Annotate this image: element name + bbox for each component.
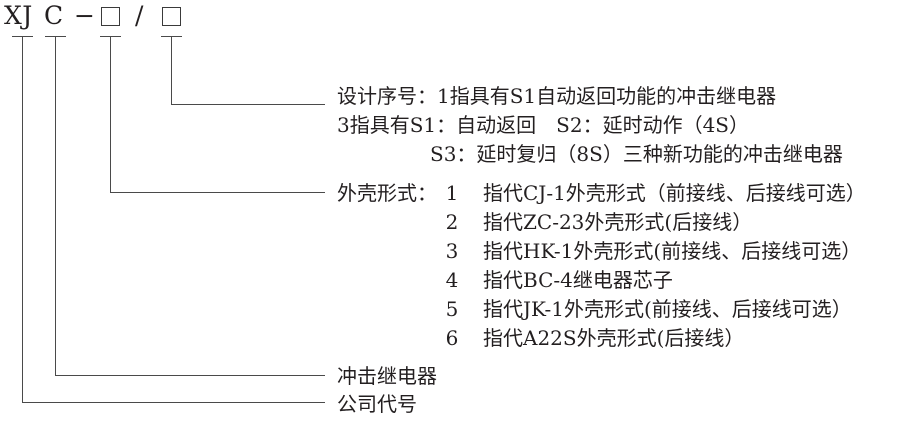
model-code-row: XJ C − / xyxy=(0,0,260,34)
shell-form-item-num-6: 6 xyxy=(445,326,459,350)
shell-form-item-num-2: 2 xyxy=(445,210,459,234)
design-serial-line-1: 设计序号：1指具有S1自动返回功能的冲击继电器 xyxy=(337,84,777,108)
leader-vertical-design-serial xyxy=(171,36,172,105)
code-token-dash: − xyxy=(74,1,96,30)
shell-form-item-num-5: 5 xyxy=(445,297,459,321)
shell-form-item-desc-3: 指代HK-1外壳形式(前接线、后接线可选） xyxy=(483,239,862,263)
design-serial-line-3: S3：延时复归（8S）三种新功能的冲击继电器 xyxy=(430,142,843,166)
leader-horizontal-company-code xyxy=(22,402,325,403)
design-serial-line-2: 3指具有S1：自动返回 S2：延时动作（4S） xyxy=(337,113,750,137)
shell-form-item-desc-1: 指代CJ-1外壳形式（前接线、后接线可选） xyxy=(483,181,866,205)
shell-form-item-num-4: 4 xyxy=(445,268,459,292)
leader-vertical-company-code xyxy=(22,36,23,402)
leader-horizontal-design-serial xyxy=(171,104,325,105)
code-token-slash: / xyxy=(135,1,144,30)
shell-form-label: 外壳形式： xyxy=(337,181,437,205)
company-code-label: 公司代号 xyxy=(337,392,417,416)
code-token-c: C xyxy=(44,1,64,30)
shell-form-item-num-3: 3 xyxy=(445,239,459,263)
product-name-label: 冲击继电器 xyxy=(337,364,437,388)
leader-horizontal-product-name xyxy=(55,375,325,376)
code-token-box-2 xyxy=(162,7,181,26)
code-token-xj: XJ xyxy=(4,1,33,30)
leader-vertical-product-name xyxy=(55,36,56,375)
code-token-box-1 xyxy=(101,7,120,26)
shell-form-item-num-1: 1 xyxy=(445,181,459,205)
shell-form-item-desc-5: 指代JK-1外壳形式(前接线、后接线可选） xyxy=(483,297,852,321)
leader-horizontal-shell-form xyxy=(110,192,325,193)
leader-vertical-shell-form xyxy=(110,36,111,193)
shell-form-item-desc-4: 指代BC-4继电器芯子 xyxy=(483,268,673,292)
shell-form-item-desc-6: 指代A22S外壳形式(后接线） xyxy=(483,326,745,350)
shell-form-item-desc-2: 指代ZC-23外壳形式(后接线） xyxy=(483,210,753,234)
